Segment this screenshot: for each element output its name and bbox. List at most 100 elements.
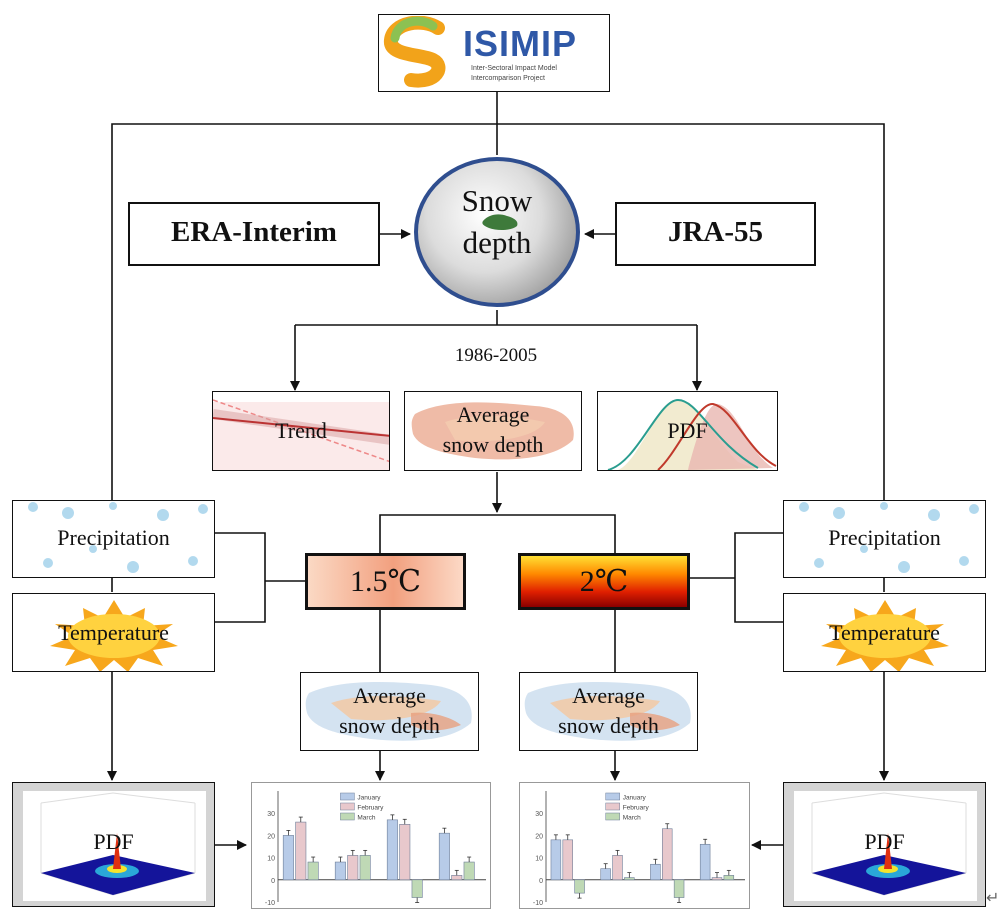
bar [411,879,423,898]
bar [699,843,711,881]
legend-label: January [623,795,647,802]
scenario-avg-label-2: snow depth [558,713,659,738]
isimip-logo-box: ISIMIP Inter-Sectoral Impact Model Inter… [378,14,610,92]
trend-label: Trend [275,418,327,443]
bar [438,832,450,881]
precipitation-box-left: Precipitation [12,500,215,578]
average-snow-depth-box: Average snow depth [404,391,582,471]
temperature-label-left: Temperature [58,620,169,645]
legend-label: February [623,805,650,812]
period-label: 1986-2005 [454,345,538,366]
precipitation-box-right: Precipitation [783,500,986,578]
legend-swatch [605,812,620,821]
pdf-label: PDF [667,418,708,443]
legend-swatch [340,812,355,821]
bar [282,835,294,881]
scenario-2-label: 2℃ [579,565,629,598]
isimip-logo-text: ISIMIP [463,23,578,64]
pdf-box: PDF [597,391,778,471]
y-tick-label: 0 [539,878,543,885]
raindrops-icon [28,502,208,573]
bar [334,861,346,881]
pdf-curve-icon [607,398,777,470]
bar [723,875,735,881]
trend-line-icon [213,399,389,470]
scenario-avg-box-1-5: Average snow depth [300,672,479,751]
y-tick-label: 20 [267,833,275,840]
legend-swatch [605,792,620,801]
isimip-subtitle-2: Intercomparison Project [471,75,545,82]
temperature-box-right: Temperature [783,593,986,672]
raindrops-icon [799,502,979,573]
bar [711,877,723,881]
snow-depth-label-2: depth [462,225,532,260]
isimip-subtitle-1: Inter-Sectoral Impact Model [471,65,557,72]
scenario-avg-box-2: Average snow depth [519,672,698,751]
legend-swatch [605,802,620,811]
legend-swatch [340,792,355,801]
temperature-label-right: Temperature [829,620,940,645]
return-mark-icon: ↵ [986,888,1000,907]
bar [574,879,585,894]
scenario-1-5-label: 1.5℃ [349,565,422,598]
scenario-avg-label-2: snow depth [339,713,440,738]
y-tick-label: -10 [533,900,543,907]
pdf-3d-label-right: PDF [864,829,905,854]
legend-label: January [357,795,381,802]
pdf-3d-box-left: PDF [12,782,215,907]
scenario-1-5-box: 1.5℃ [305,553,466,610]
snow-depth-globe: Snow depth [414,157,580,307]
legend-label: February [357,805,384,812]
average-map-icon [524,682,691,741]
average-label-1: Average [456,402,530,427]
y-tick-label: 30 [535,811,543,818]
y-tick-label: -10 [265,900,275,907]
bar [662,828,673,881]
bar [386,819,398,881]
legend-label: March [357,815,375,822]
bar [650,863,661,881]
scenario-avg-label-1: Average [353,683,426,708]
bar [550,839,562,881]
snow-depth-label-1: Snow [461,183,533,218]
temperature-box-left: Temperature [12,593,215,672]
sun-icon [821,600,949,671]
sun-icon [50,600,178,671]
trend-box: Trend [212,391,390,471]
scenario-2-box: 2℃ [518,553,690,610]
bar [463,861,475,881]
average-label-2: snow depth [442,432,544,457]
bar [295,821,307,881]
average-map-icon [411,402,574,460]
legend-label: March [623,815,641,822]
y-tick-label: 20 [535,833,543,840]
y-tick-label: 10 [535,856,543,863]
bar [399,823,411,881]
y-tick-label: 10 [267,856,275,863]
precipitation-label-left: Precipitation [57,525,170,550]
bar [612,855,623,881]
era-interim-label: ERA-Interim [171,216,337,248]
bar [673,879,685,898]
bar [562,839,573,881]
scenario-avg-label-1: Average [572,683,645,708]
bar [307,861,319,881]
bar [600,868,611,881]
average-map-icon [305,682,472,741]
pdf-3d-box-right: PDF [783,782,986,907]
pdf-3d-label-left: PDF [93,829,134,854]
precipitation-label-right: Precipitation [828,525,941,550]
jra-55-box: JRA-55 [615,202,816,266]
bar [359,855,371,881]
y-tick-label: 0 [271,878,275,885]
era-interim-box: ERA-Interim [128,202,380,266]
bar [347,855,359,881]
surface-plot-icon [794,791,977,901]
isimip-logo-icon [384,16,446,88]
